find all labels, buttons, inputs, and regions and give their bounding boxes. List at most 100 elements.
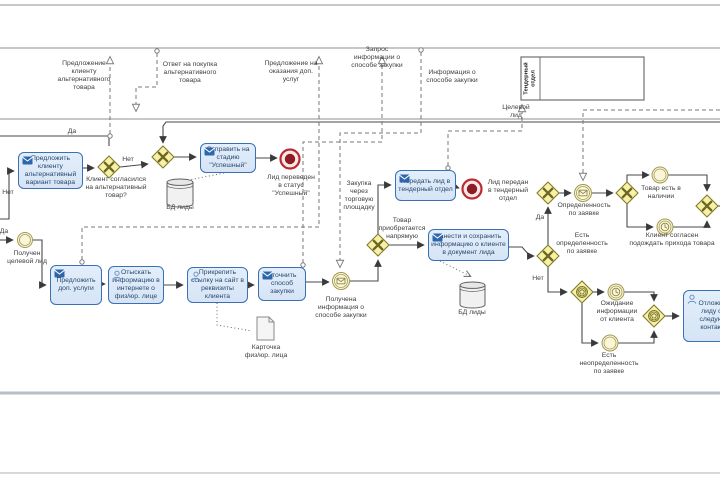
- message-flow[interactable]: [136, 53, 158, 111]
- gw-certainty-up[interactable]: [536, 181, 560, 205]
- clock-icon: [664, 224, 668, 229]
- user-task-icon: [191, 271, 201, 281]
- send-task-icon: [204, 147, 215, 156]
- gw-merge-success[interactable]: [151, 145, 175, 169]
- ev-wait-arrival[interactable]: [656, 218, 674, 236]
- gw-stock-split[interactable]: [615, 181, 639, 205]
- gw-stock-merge[interactable]: [695, 194, 719, 218]
- task-label: Передать лид в тендерный отдел: [398, 177, 453, 193]
- sequence-flow[interactable]: [159, 121, 720, 144]
- sequence-flow[interactable]: [624, 291, 658, 302]
- event-gateway-icon: [577, 287, 587, 297]
- message-flow[interactable]: [302, 57, 382, 263]
- send-task-icon: [399, 174, 410, 183]
- task-save-client-info[interactable]: Занести и сохранить информацию о клиенте…: [428, 229, 509, 261]
- ev-uncertainty[interactable]: [601, 334, 619, 352]
- message-flow[interactable]: [81, 57, 319, 260]
- task-label: Предложить доп. услуги: [56, 277, 96, 292]
- sequence-flow[interactable]: [618, 330, 658, 344]
- task-postpone-lead[interactable]: Отложить лиду с у следующ контакта: [683, 290, 720, 342]
- lbl-ev-tender: Лид передан в тендерный отдел: [487, 179, 529, 202]
- send-task-icon: [54, 269, 65, 278]
- send-task-icon: [22, 156, 33, 165]
- task-label: Уточнить способ закупки: [267, 272, 297, 295]
- pentagon-icon: [579, 289, 585, 295]
- ev-info-received[interactable]: [332, 272, 350, 290]
- lbl-ev-stock: Товар есть в наличии: [641, 185, 681, 200]
- sequence-flow[interactable]: [626, 204, 654, 231]
- ev-in-stock[interactable]: [651, 166, 669, 184]
- lbl-net-2: Нет: [532, 275, 544, 282]
- lbl-net-1: Нет: [122, 156, 134, 163]
- association[interactable]: [188, 172, 225, 181]
- lbl-doc: Карточка физ/юр. лица: [244, 344, 288, 359]
- lbl-ev-uncertainty: Есть неопределенность по заявке: [579, 352, 639, 375]
- ev-wait-info[interactable]: [607, 283, 625, 301]
- task-offer-services[interactable]: Предложить доп. услуги: [50, 265, 102, 305]
- association[interactable]: [439, 260, 470, 276]
- lbl-ev-lead: Получен целевой лид: [7, 250, 47, 265]
- send-task-icon: [262, 271, 273, 280]
- lbl-db2: БД лиды: [458, 309, 486, 316]
- envelope-icon: [336, 278, 346, 283]
- sequence-flow[interactable]: [626, 171, 650, 182]
- task-label: Отложить лиду с у следующ контакта: [698, 300, 720, 331]
- xor-marker-icon: [542, 250, 554, 262]
- gw-client-agreed[interactable]: [97, 155, 121, 179]
- lbl-mf-services: Предложение на оказания доп. услуг: [264, 60, 318, 83]
- xor-marker-icon: [621, 187, 633, 199]
- task-send-to-success[interactable]: Отправить на стадию "Успешный": [200, 143, 256, 173]
- ev-tender-end[interactable]: [461, 178, 483, 200]
- task-offer-alt-product[interactable]: Предложить клиенту альтернативный вариан…: [18, 152, 83, 189]
- page-fold: [268, 317, 274, 323]
- sequence-flow[interactable]: [673, 220, 711, 228]
- lbl-gw-certainty: Есть определенность по заявке: [556, 232, 608, 255]
- task-label: Предложить клиенту альтернативный вариан…: [24, 154, 77, 186]
- task-find-info[interactable]: Отыскать информацию в интернете о физ/юр…: [108, 266, 164, 304]
- task-clarify-method[interactable]: Уточнить способ закупки: [258, 267, 306, 301]
- lbl-mf-offer-alt: Предложение клиенту альтернативного това…: [57, 60, 111, 91]
- sequence-flow[interactable]: [0, 135, 110, 146]
- lbl-direct: Товар приобретается напрямую: [378, 217, 426, 240]
- sequence-flow[interactable]: [377, 181, 392, 234]
- task-pass-lead-tender[interactable]: Передать лид в тендерный отдел: [395, 170, 456, 201]
- sequence-flow[interactable]: [33, 239, 47, 289]
- ev-success-end[interactable]: [279, 148, 301, 170]
- collapsed-pool-tender[interactable]: [520, 56, 645, 101]
- event-gateway-icon: [648, 310, 660, 322]
- sequence-flow[interactable]: [547, 267, 568, 296]
- ev-request-certainty[interactable]: [574, 184, 592, 202]
- clock-icon: [615, 289, 619, 294]
- pool-header-tender: Тендерный отдел: [521, 57, 540, 100]
- task-attach-link[interactable]: Прикрепить ссылку на сайт в реквизиты кл…: [187, 267, 248, 303]
- message-flow[interactable]: [340, 52, 422, 267]
- message-flow-start: [79, 259, 85, 265]
- lbl-ev-wait-arr: Клиент согласен подождать прихода товара: [629, 232, 715, 247]
- sequence-flow[interactable]: [451, 182, 460, 190]
- sequence-flow[interactable]: [119, 160, 149, 169]
- task-label: Занести и сохранить информацию о клиенте…: [431, 233, 506, 256]
- message-flow[interactable]: [583, 109, 720, 180]
- gw-event-merge[interactable]: [642, 304, 666, 328]
- message-flow[interactable]: [447, 105, 522, 166]
- xor-marker-icon: [372, 239, 384, 251]
- sequence-flow[interactable]: [581, 303, 599, 347]
- db-leads-1[interactable]: [166, 178, 194, 208]
- send-task-icon: [432, 233, 443, 242]
- task-label: Отыскать информацию в интернете о физ/юр…: [112, 269, 160, 300]
- lbl-da-2: Да: [535, 214, 545, 221]
- gw-certainty[interactable]: [536, 244, 560, 268]
- sequence-flow[interactable]: [509, 246, 535, 260]
- gw-purchase-method[interactable]: [366, 233, 390, 257]
- db-leads-2[interactable]: [459, 281, 486, 309]
- task-label: Прикрепить ссылку на сайт в реквизиты кл…: [191, 269, 244, 300]
- association[interactable]: [216, 303, 253, 332]
- gw-event-wait[interactable]: [570, 280, 594, 304]
- ev-lead-received[interactable]: [17, 232, 33, 248]
- sequence-flow[interactable]: [668, 174, 711, 192]
- sequence-flow[interactable]: [350, 259, 382, 282]
- doc-client-card[interactable]: [256, 316, 275, 341]
- sequence-flow[interactable]: [0, 167, 15, 220]
